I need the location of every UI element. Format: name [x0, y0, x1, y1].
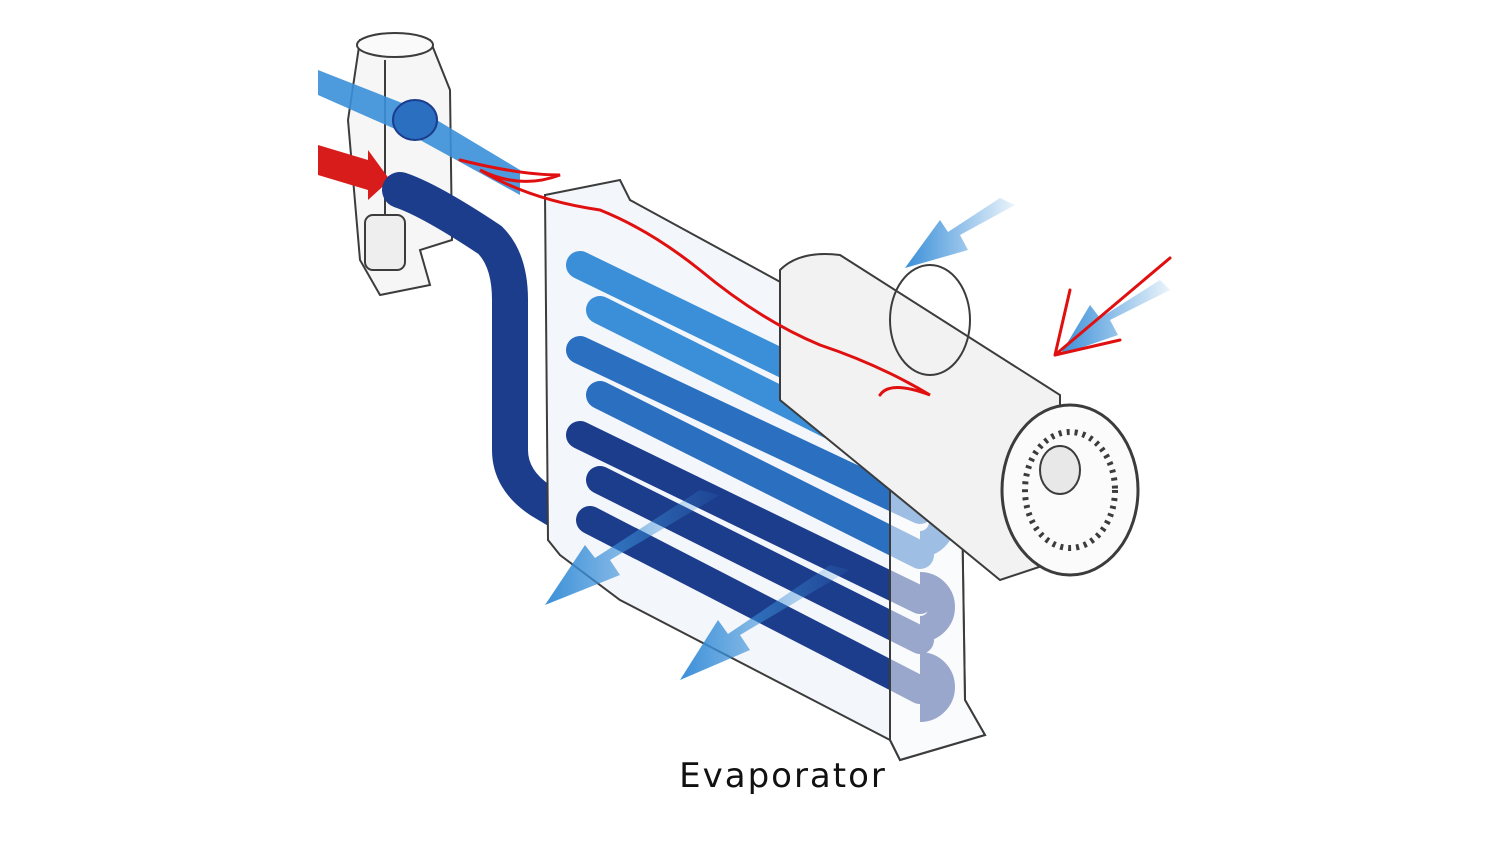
airflow-arrow-icon [545, 198, 1170, 680]
diagram-caption: Evaporator [679, 756, 887, 796]
annotation-stroke-icon [458, 158, 1172, 397]
expansion-valve-icon [318, 32, 608, 548]
blower-fan-icon [779, 253, 1140, 582]
